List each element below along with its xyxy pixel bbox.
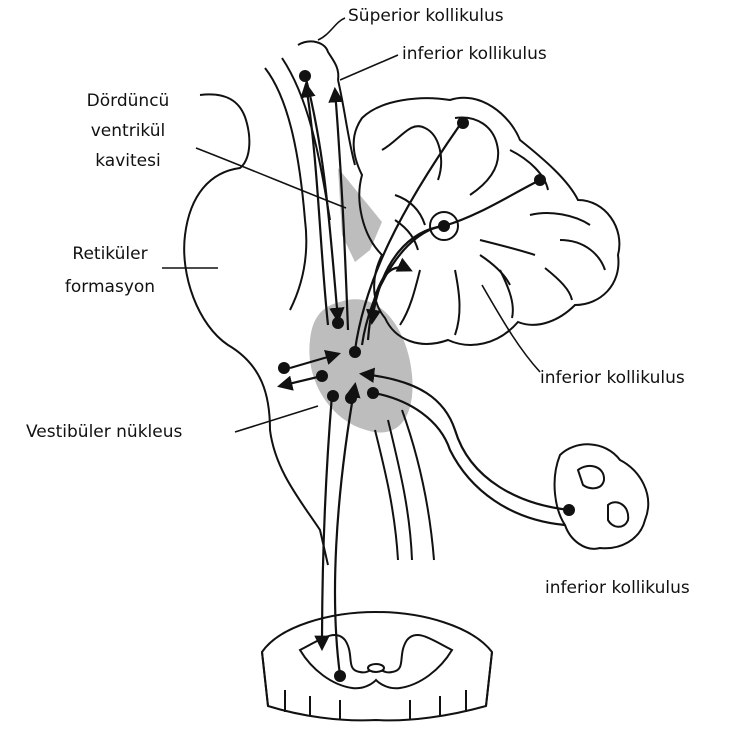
neuron-dot-vestibular-3 [316,370,328,382]
brainstem-outline [184,41,434,565]
label-fourth-ventricle-line2: ventrikül [64,121,192,142]
neuron-dot-superior-colliculus [299,70,311,82]
label-reticular-line1: Retiküler [58,244,162,265]
pathway-spinal-ascending [335,385,355,675]
neuron-dot-cerebellum-center [438,220,450,232]
label-inferior-colliculus-mid: inferior kollikulus [540,368,685,389]
leader-inferior-colliculus-top [340,55,398,80]
pathway-spinal-descending [322,395,332,648]
label-fourth-ventricle-line1: Dördüncü [64,91,192,112]
cerebellum [354,98,620,345]
label-inferior-colliculus-bottom: inferior kollikulus [545,578,690,599]
neuron-dot-vestibular-4 [327,390,339,402]
inner-ear [555,444,649,548]
neuron-dot-cerebellum-right [534,174,546,186]
label-vestibular-nucleus: Vestibüler nükleus [26,422,182,443]
spinal-cord-section [262,612,492,720]
label-reticular-line2: formasyon [58,277,162,298]
neuron-dot-inner-ear [563,504,575,516]
neuron-dot-cerebellum-top [457,117,469,129]
label-inferior-colliculus-top: inferior kollikulus [402,44,547,65]
neuron-dot-vestibular-6 [367,387,379,399]
neuron-dot-reticular [278,362,290,374]
leader-vestibular-nucleus [235,406,318,432]
leader-superior-colliculus [318,18,345,40]
neuron-dot-vestibular-5 [345,392,357,404]
label-fourth-ventricle-line3: kavitesi [64,151,192,172]
neuron-dot-vestibular-2 [349,346,361,358]
neuron-dot-vestibular-1 [332,317,344,329]
label-superior-colliculus: Süperior kollikulus [348,6,504,27]
neuron-dot-spinal-cord [334,670,346,682]
